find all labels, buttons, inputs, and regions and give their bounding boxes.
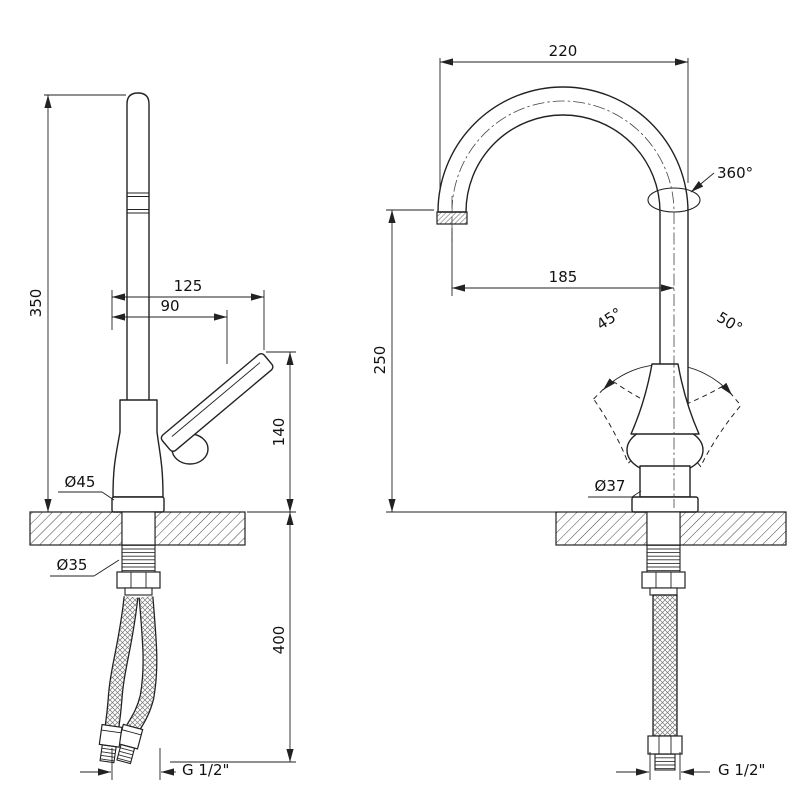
- body-neck: [639, 465, 691, 498]
- dim-label-d45: Ø45: [65, 473, 96, 491]
- countertop-section-right: [555, 511, 787, 546]
- dim-label-90: 90: [160, 297, 179, 315]
- centerlines: [451, 100, 675, 508]
- dim-label-140: 140: [270, 418, 288, 447]
- dim-label-360deg: 360°: [717, 164, 753, 182]
- hose-connector: [116, 723, 144, 765]
- dim-total-height: 350: [27, 94, 126, 512]
- dim-label-thread-right: G 1/2": [718, 761, 765, 779]
- dim-label-thread-left: G 1/2": [182, 761, 229, 779]
- dim-label-d35: Ø35: [57, 556, 88, 574]
- countertop-section-left: [29, 511, 246, 546]
- faucet-body-side: [112, 399, 164, 498]
- dim-label-400: 400: [270, 626, 288, 655]
- dim-label-45deg: 45°: [593, 304, 625, 334]
- dim-flange-diameter: Ø45: [58, 473, 115, 501]
- dim-shank-diameter: Ø35: [50, 556, 120, 577]
- base-flange-side: [111, 496, 165, 513]
- dim-swivel: 360°: [690, 164, 753, 193]
- spout-band: [127, 192, 149, 214]
- dim-spout-height: 250: [371, 209, 556, 513]
- mounting-shank-left: [116, 511, 161, 596]
- flex-hose-front: [647, 594, 683, 771]
- dim-handle-outer: 125: [111, 277, 265, 350]
- dim-label-50deg: 50°: [714, 308, 746, 337]
- handle-cone: [630, 363, 700, 435]
- handle-lever: [160, 352, 274, 452]
- base-flange-front: [631, 496, 699, 513]
- dim-spout-reach: 185: [451, 228, 674, 296]
- dim-spout-span: 220: [439, 42, 689, 192]
- dim-label-220: 220: [549, 42, 578, 60]
- dim-label-350: 350: [27, 289, 45, 318]
- dim-handle-inner: 90: [112, 297, 228, 364]
- dim-hose-length: 400: [170, 512, 296, 763]
- flex-hoses: [98, 596, 158, 765]
- dim-handle-height: 140: [247, 351, 296, 513]
- hose-connector: [647, 735, 683, 771]
- dim-body-diameter: Ø37: [588, 477, 642, 498]
- spout-column: [126, 92, 150, 435]
- dim-thread-right: G 1/2": [616, 752, 765, 780]
- right-view: 220 45° 50° 360°: [371, 42, 787, 780]
- dim-label-125: 125: [174, 277, 203, 295]
- left-view: 350 125 90 140 400 Ø: [27, 92, 296, 780]
- dim-label-d37: Ø37: [595, 477, 626, 495]
- dim-label-185: 185: [549, 268, 578, 286]
- mounting-shank-right: [641, 511, 686, 596]
- dim-label-250: 250: [371, 346, 389, 375]
- dim-thread-left: G 1/2": [80, 748, 229, 780]
